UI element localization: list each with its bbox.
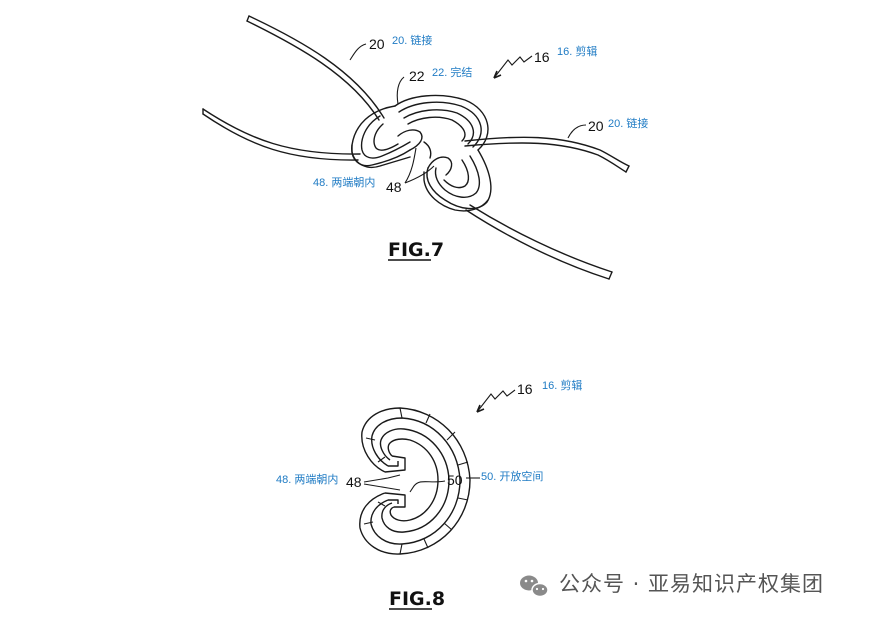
- leader-20-left: [349, 43, 367, 61]
- arrow-16-fig8-head: [476, 404, 485, 413]
- fig7-tether-left: [202, 108, 361, 161]
- arrow-16-fig7: [493, 55, 533, 79]
- leader-20-right: [567, 124, 587, 139]
- fig7-tether-upper-left: [246, 15, 385, 121]
- arrow-16-fig8: [476, 389, 516, 413]
- fig7-annotation-16: 16. 剪辑: [557, 44, 597, 58]
- fig7-number-20-right: 20: [588, 118, 604, 134]
- leader-48-fig8-a: [363, 474, 401, 483]
- fig8-end-lower: [384, 492, 406, 508]
- fig8-annotation-48: 48. 两端朝内: [276, 472, 338, 486]
- wechat-icon: [520, 575, 549, 598]
- fig8-drawing: [359, 407, 471, 555]
- fig8-annotation-16: 16. 剪辑: [542, 378, 582, 392]
- fig8-clip-contour-3: [379, 428, 450, 533]
- fig8-clip-contour-2: [370, 417, 461, 545]
- fig8-leaders: [363, 389, 516, 493]
- fig7-tether-right: [464, 136, 630, 173]
- fig7-drawing: [202, 15, 630, 280]
- fig7-number-22: 22: [409, 68, 425, 84]
- fig8-clip-outer: [359, 407, 471, 555]
- fig7-tether-lower-right: [465, 204, 613, 280]
- arrow-16-fig7-head: [493, 70, 502, 79]
- fig7-clip-body: [351, 94, 492, 212]
- fig7-number-48: 48: [386, 179, 402, 195]
- fig7-leaders: [349, 43, 587, 184]
- fig8-clip-inner: [387, 438, 439, 522]
- fig8-segment-ticks: [363, 407, 469, 555]
- fig8-number-16: 16: [517, 381, 533, 397]
- leader-22: [396, 76, 405, 105]
- fig7-annotation-20-right: 20. 链接: [608, 116, 648, 130]
- fig8-number-48: 48: [346, 474, 362, 490]
- leader-48-a: [404, 147, 417, 184]
- fig7-number-16: 16: [534, 49, 550, 65]
- fig7-number-20-left: 20: [369, 36, 385, 52]
- fig7-annotation-20-left: 20. 链接: [392, 33, 432, 47]
- fig8-title: FIG.8: [389, 588, 445, 610]
- leader-48-fig8-b: [363, 483, 401, 491]
- fig7-annotation-48: 48. 两端朝内: [313, 175, 375, 189]
- fig8-number-50: 50: [447, 472, 463, 488]
- fig8-end-upper-inner: [388, 461, 399, 467]
- fig7-title: FIG.7: [388, 239, 444, 261]
- fig8-end-upper: [384, 455, 406, 473]
- fig8-end-lower-inner: [388, 499, 399, 504]
- leader-48-b: [404, 165, 435, 184]
- watermark-text: 公众号 · 亚易知识产权集团: [559, 572, 824, 596]
- fig8-annotation-50: 50. 开放空间: [481, 469, 543, 483]
- leader-50: [409, 480, 446, 493]
- fig7-annotation-22: 22. 完结: [432, 65, 472, 79]
